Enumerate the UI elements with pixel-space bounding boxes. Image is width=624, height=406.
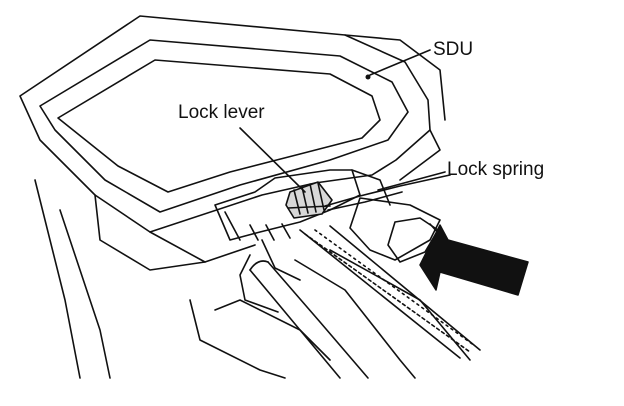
sdu-unit	[19, 15, 446, 271]
socket-recess	[214, 169, 391, 241]
lock-lever-label: Lock lever	[178, 102, 265, 123]
round-cables	[249, 260, 369, 379]
flat-cable	[299, 225, 481, 359]
lock-lever	[285, 181, 333, 219]
lock-spring	[324, 174, 451, 211]
leader-lines	[239, 49, 446, 193]
insertion-arrow-icon	[419, 224, 529, 296]
chassis	[34, 179, 471, 379]
sdu-label: SDU	[433, 39, 474, 60]
lock-spring-label: Lock spring	[447, 159, 545, 180]
marker-dot	[365, 74, 371, 80]
